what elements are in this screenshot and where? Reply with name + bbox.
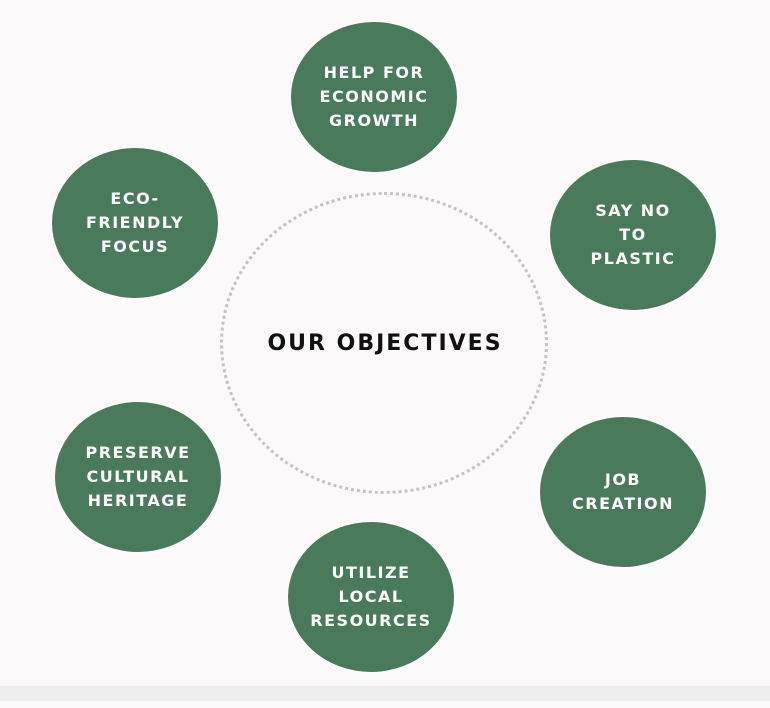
dotted-center-ring (220, 192, 548, 494)
objective-eco-friendly: ECO- FRIENDLY FOCUS (52, 148, 218, 298)
objective-cultural-heritage: PRESERVE CULTURAL HERITAGE (55, 402, 221, 552)
bottom-divider (0, 686, 770, 701)
objective-economic-growth: HELP FOR ECONOMIC GROWTH (291, 22, 457, 172)
objective-local-resources: UTILIZE LOCAL RESOURCES (288, 522, 454, 672)
diagram-title: OUR OBJECTIVES (267, 331, 503, 356)
objective-job-creation: JOB CREATION (540, 417, 706, 567)
objective-no-plastic: SAY NO TO PLASTIC (550, 160, 716, 310)
